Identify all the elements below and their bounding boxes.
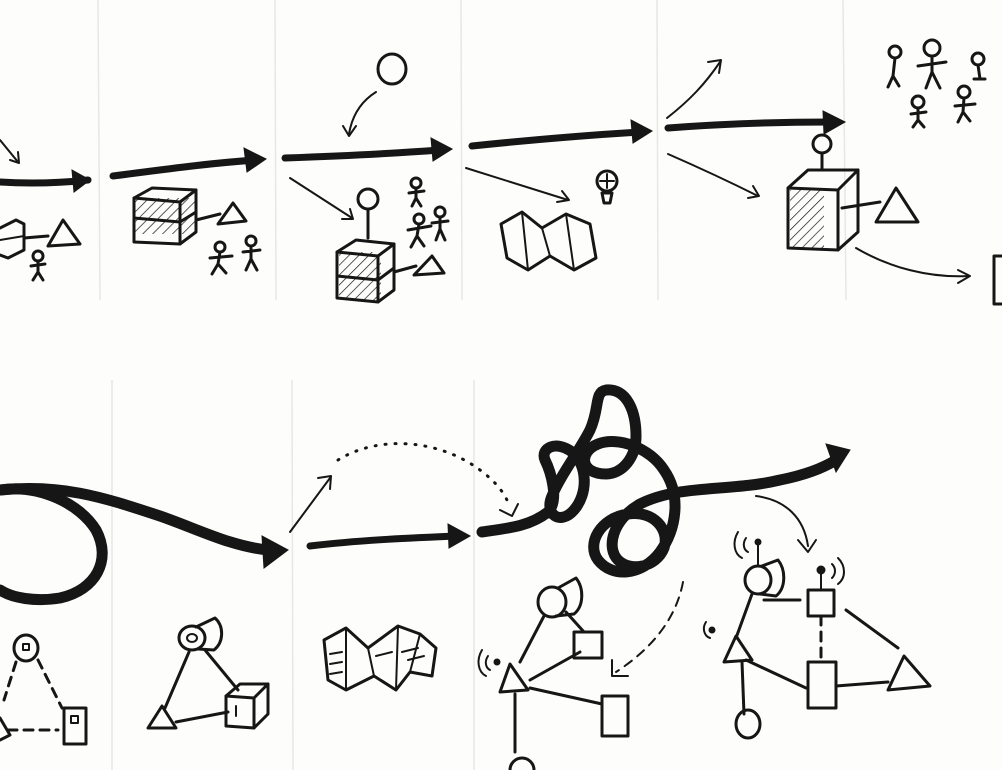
cylinder-icon (179, 618, 222, 650)
cube-stack-icon (0, 220, 24, 258)
bottom-panel-1 (0, 488, 288, 744)
circle-icon (378, 54, 406, 84)
top-panel-1 (0, 140, 90, 280)
top-panel-5 (667, 40, 1002, 304)
arrow-icon (290, 178, 352, 218)
arrow-icon (756, 496, 808, 546)
person-icon (31, 251, 45, 280)
folded-map-icon (501, 212, 596, 270)
top-panel-3 (285, 54, 452, 302)
bottom-panel-3 (290, 444, 518, 690)
tangled-line-arrow-icon (482, 390, 850, 572)
dotted-arc-arrow-icon (338, 444, 510, 508)
triangle-icon (414, 256, 444, 275)
arrow-icon (290, 478, 330, 532)
person-group-icon (888, 40, 985, 127)
arrow-icon (616, 582, 683, 672)
person-group-icon (408, 178, 448, 247)
person-group-icon (210, 236, 260, 274)
top-panel-2 (113, 148, 266, 274)
arrow-icon (0, 140, 18, 162)
arrow-icon (349, 92, 376, 134)
bottom-panel-5 (704, 496, 930, 738)
striped-cube-stack-icon (134, 188, 196, 244)
lightbulb-icon (597, 171, 617, 203)
arrow-icon (285, 150, 440, 158)
arrow-icon (466, 168, 568, 200)
arrow-icon (113, 160, 256, 176)
cube-stack-icon (337, 189, 394, 302)
network-icon (500, 578, 628, 770)
triangle-icon (876, 188, 918, 222)
triangle-icon (48, 220, 80, 246)
triangle-icon (148, 706, 176, 728)
loop-arrow-icon (0, 489, 102, 600)
circle-icon (14, 635, 38, 661)
cube-icon (226, 684, 268, 728)
rectangle-icon (64, 708, 86, 744)
arrow-icon (310, 536, 456, 546)
arrow-icon (472, 132, 640, 146)
triangle-icon (218, 203, 246, 224)
signal-icon (704, 532, 844, 638)
network-icon (724, 560, 930, 738)
bottom-panel-4 (479, 390, 850, 770)
branching-arrows-icon (667, 62, 720, 118)
folded-map-icon (324, 626, 436, 690)
signal-icon (479, 650, 500, 676)
top-panel-4 (466, 120, 652, 270)
striped-cube-icon (788, 135, 858, 250)
bottom-panel-2 (148, 618, 268, 728)
